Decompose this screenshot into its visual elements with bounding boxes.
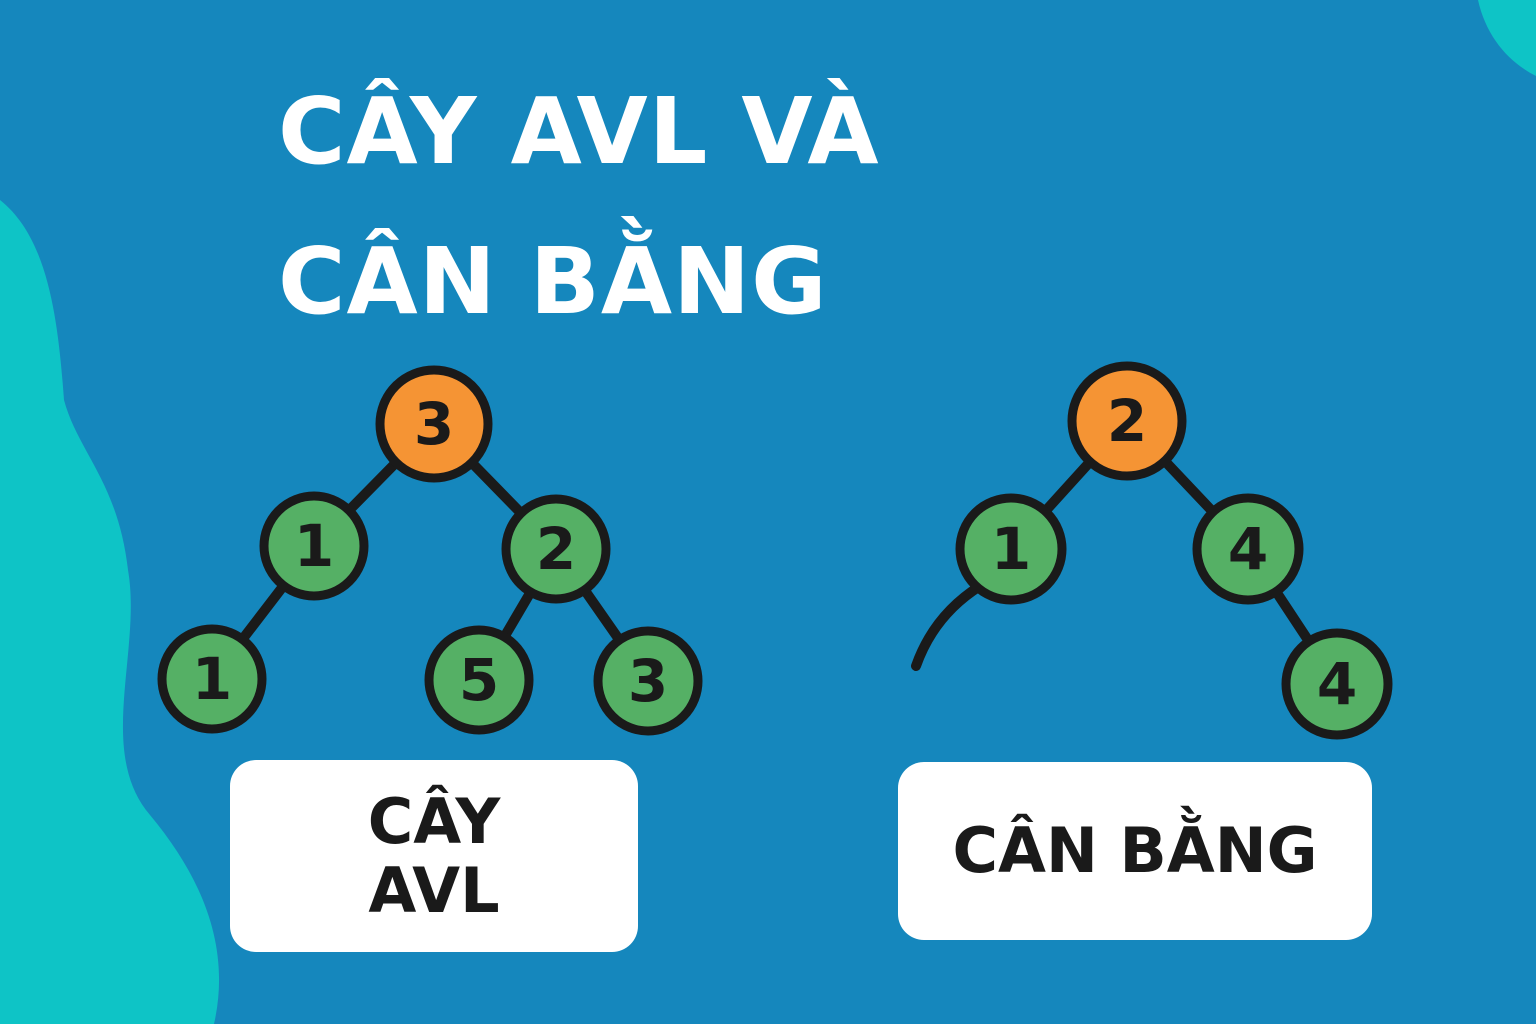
left-root-value: 3 — [414, 390, 454, 458]
left-level3-node-b: 5 — [424, 625, 534, 735]
node-value: 4 — [1228, 515, 1268, 583]
node-value: 5 — [459, 646, 499, 714]
dangling-curved-branch — [911, 581, 985, 671]
left-level3-node-a: 1 — [157, 624, 267, 734]
left-tree-nodes: 3 1 2 1 5 3 — [157, 365, 703, 736]
right-level3-node: 4 — [1281, 628, 1393, 740]
left-root-node: 3 — [375, 365, 493, 483]
node-value: 4 — [1317, 650, 1357, 718]
avl-card-line-2: AVL — [368, 854, 500, 927]
right-root-value: 2 — [1107, 387, 1147, 455]
node-value: 2 — [536, 515, 576, 583]
right-root-node: 2 — [1067, 361, 1187, 481]
avl-card-line-1: CÂY — [367, 784, 501, 858]
node-value: 3 — [628, 647, 668, 715]
title-line-1: CÂY AVL VÀ — [278, 78, 880, 185]
avl-tree-card: CÂY AVL — [230, 760, 638, 952]
left-teal-blob — [0, 200, 220, 1024]
left-level2-left-node: 1 — [259, 491, 369, 601]
node-value: 1 — [192, 645, 232, 713]
node-value: 1 — [991, 515, 1031, 583]
left-level2-right-node: 2 — [501, 494, 611, 604]
top-right-teal-blob — [1478, 0, 1536, 76]
right-tree-nodes: 2 1 4 4 — [955, 361, 1393, 740]
balance-card: CÂN BẰNG — [898, 762, 1372, 940]
left-level3-node-c: 3 — [593, 626, 703, 736]
right-level2-right-node: 4 — [1192, 493, 1304, 605]
title-line-2: CÂN BẰNG — [278, 228, 828, 335]
right-level2-left-node: 1 — [955, 493, 1067, 605]
balance-card-label: CÂN BẰNG — [952, 814, 1318, 888]
node-value: 1 — [294, 512, 334, 580]
